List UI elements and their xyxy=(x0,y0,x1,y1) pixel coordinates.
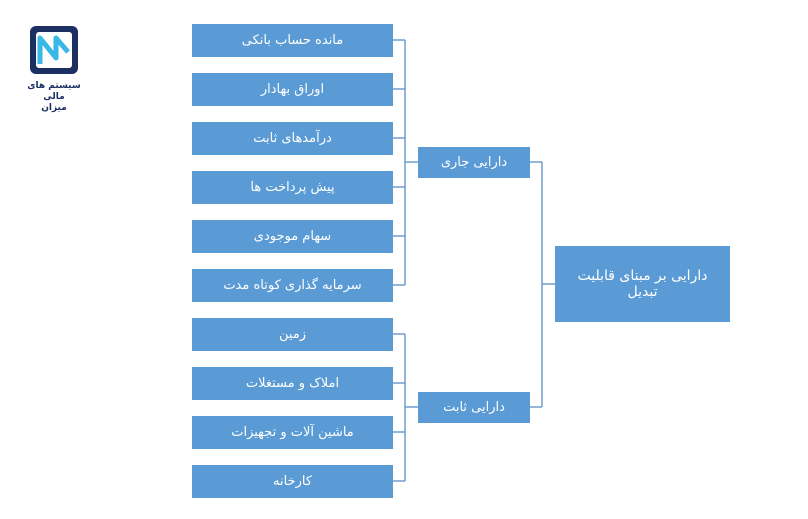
logo-text: سیستم های مالی میزان xyxy=(22,81,86,114)
logo-line-2: مالی xyxy=(43,92,65,102)
current-asset-item-4: پیش پرداخت ها xyxy=(192,171,393,204)
fixed-asset-item-1: زمین xyxy=(192,318,393,351)
logo-line-1: سیستم های xyxy=(27,81,81,91)
fixed-asset-item-2: املاک و مستغلات xyxy=(192,367,393,400)
current-asset-item-1: مانده حساب بانکی xyxy=(192,24,393,57)
current-asset-item-3: درآمدهای ثابت xyxy=(192,122,393,155)
logo: سیستم های مالی میزان xyxy=(22,24,92,114)
root-node: دارایی بر مبنای قابلیت تبدیل xyxy=(555,246,730,322)
fixed-asset-item-3: ماشین آلات و تجهیزات xyxy=(192,416,393,449)
group-fixed-assets: دارایی ثابت xyxy=(418,392,530,423)
current-asset-item-5: سهام موجودی xyxy=(192,220,393,253)
logo-mark-icon xyxy=(30,26,78,74)
current-asset-item-6: سرمایه گذاری کوتاه مدت xyxy=(192,269,393,302)
fixed-asset-item-4: کارخانه xyxy=(192,465,393,498)
current-asset-item-2: اوراق بهادار xyxy=(192,73,393,106)
logo-line-3: میزان xyxy=(41,103,67,113)
group-current-assets: دارایی جاری xyxy=(418,147,530,178)
